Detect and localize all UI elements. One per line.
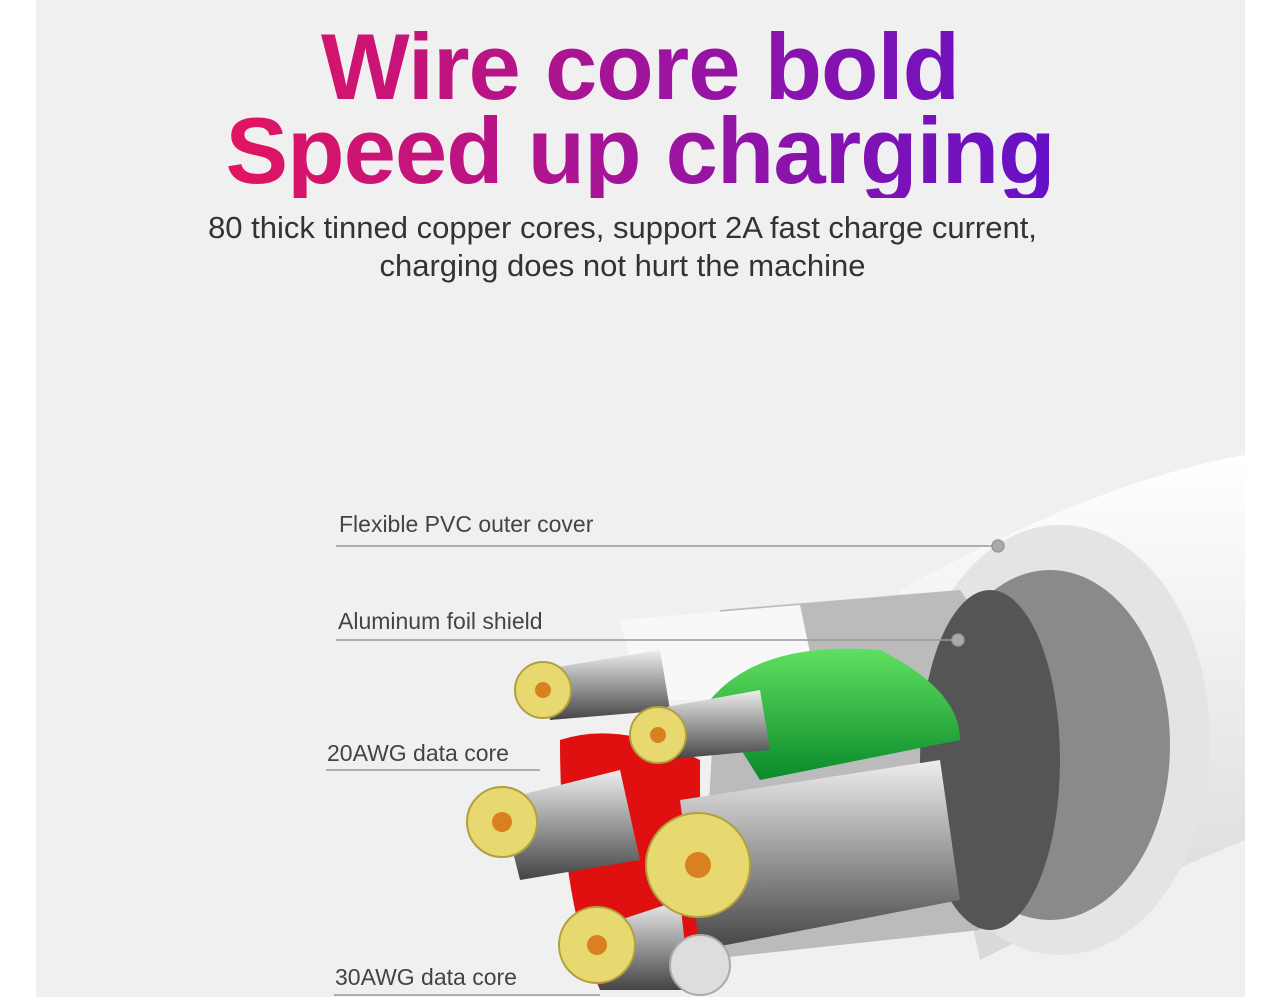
subtitle-line-2: charging does not hurt the machine <box>379 248 866 283</box>
label-foil-shield: Aluminum foil shield <box>338 608 543 634</box>
copper-strands <box>680 760 960 950</box>
label-outer-cover: Flexible PVC outer cover <box>339 511 594 537</box>
label-20awg-core: 20AWG data core <box>327 740 509 766</box>
label-30awg-core: 30AWG data core <box>335 964 517 990</box>
headline-line-2: Speed up charging <box>0 104 1280 198</box>
green-core <box>710 648 960 780</box>
headline-line-1: Wire core bold <box>0 20 1280 114</box>
label-leader-lines <box>326 539 1005 996</box>
subtitle-line-1: 80 thick tinned copper cores, support 2A… <box>208 210 1037 245</box>
